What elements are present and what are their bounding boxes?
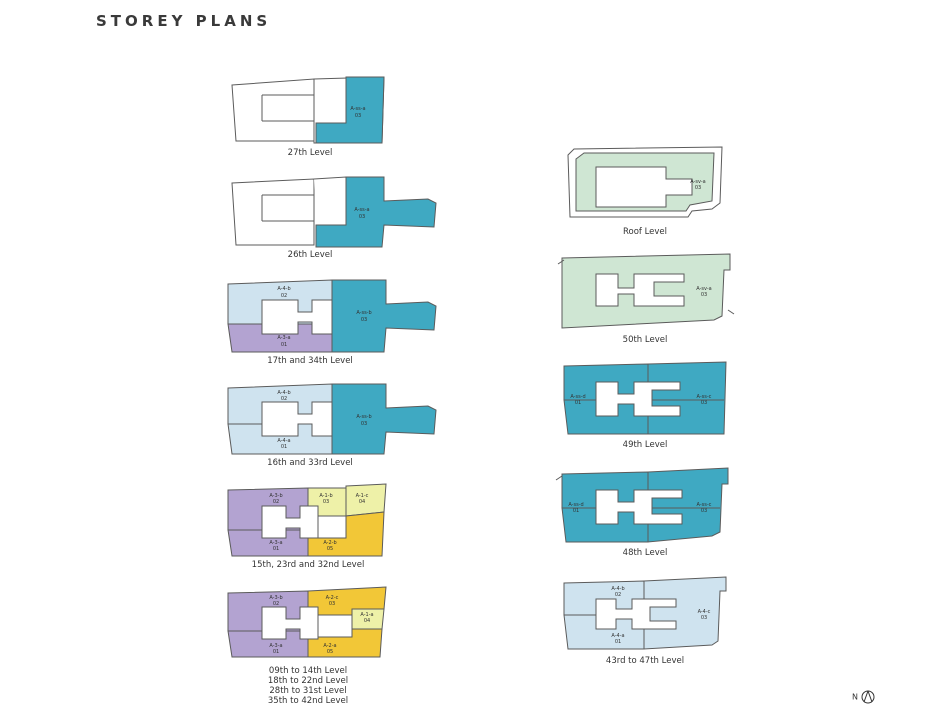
svg-text:A-4-b: A-4-b: [277, 286, 290, 292]
caption-43rd-47th-level: 43rd to 47th Level: [605, 656, 685, 666]
caption-27th-level: 27th Level: [287, 148, 333, 158]
svg-text:A-ss-c: A-ss-c: [697, 502, 712, 508]
svg-text:03: 03: [361, 317, 367, 323]
svg-text:01: 01: [273, 546, 279, 552]
svg-text:A-3-b: A-3-b: [269, 595, 282, 601]
svg-text:05: 05: [327, 546, 333, 552]
caption-line: 18th to 22nd Level: [267, 676, 349, 686]
plan-48th-level: A-ss-d 01 A-ss-c 03: [552, 466, 740, 548]
plan-27th-level: A-ss-a 03: [228, 75, 388, 147]
page-sheet: [66, 0, 876, 717]
svg-text:03: 03: [695, 185, 701, 191]
caption-roof-level: Roof Level: [622, 227, 668, 237]
caption-line: 35th to 42nd Level: [267, 696, 349, 706]
svg-text:A-4-b: A-4-b: [277, 390, 290, 396]
caption-15th-23rd-32nd-level: 15th, 23rd and 32nd Level: [251, 560, 365, 570]
caption-50th-level: 50th Level: [622, 335, 668, 345]
caption-09th-14th-level: 09th to 14th Level 18th to 22nd Level 28…: [238, 666, 378, 706]
caption-49th-level: 49th Level: [622, 440, 668, 450]
svg-text:01: 01: [281, 444, 287, 450]
svg-text:02: 02: [273, 499, 279, 505]
svg-text:02: 02: [281, 396, 287, 402]
plan-49th-level: A-ss-d 01 A-ss-c 03: [556, 360, 736, 440]
svg-text:03: 03: [323, 499, 329, 505]
svg-text:01: 01: [281, 342, 287, 348]
svg-text:A-4-a: A-4-a: [611, 633, 624, 639]
svg-text:A-3-a: A-3-a: [269, 540, 282, 546]
north-label: N: [852, 692, 858, 702]
svg-text:A-3-a: A-3-a: [269, 643, 282, 649]
page-title: STOREY PLANS: [96, 12, 272, 30]
unit-label: A-ss-a: [350, 106, 365, 112]
svg-text:01: 01: [273, 649, 279, 655]
svg-text:A-1-b: A-1-b: [319, 493, 332, 499]
plan-roof-level: A-sv-a 03: [562, 145, 727, 220]
svg-text:03: 03: [359, 214, 365, 220]
caption-17th-34th-level: 17th and 34th Level: [267, 356, 353, 366]
plan-09th-14th-level: A-3-b 02 A-2-c 03 A-1-a 04 A-3-a 01 A-2-…: [222, 585, 392, 661]
plan-15th-23rd-32nd-level: A-3-b 02 A-1-b 03 A-1-c 04 A-3-a 01 A-2-…: [222, 482, 392, 560]
svg-text:03: 03: [701, 615, 707, 621]
svg-text:A-4-a: A-4-a: [277, 438, 290, 444]
svg-text:A-1-c: A-1-c: [356, 493, 369, 499]
svg-text:A-sv-a: A-sv-a: [696, 286, 711, 292]
svg-text:04: 04: [359, 499, 365, 505]
svg-text:03: 03: [355, 113, 361, 119]
svg-text:A-ss-d: A-ss-d: [568, 502, 583, 508]
north-arrow-icon: N: [852, 690, 875, 704]
plan-26th-level: A-ss-a 03: [228, 175, 443, 250]
svg-text:A-3-b: A-3-b: [269, 493, 282, 499]
svg-text:01: 01: [615, 639, 621, 645]
svg-text:05: 05: [327, 649, 333, 655]
caption-48th-level: 48th Level: [622, 548, 668, 558]
svg-text:04: 04: [364, 618, 370, 624]
svg-text:A-ss-b: A-ss-b: [356, 414, 371, 420]
svg-text:03: 03: [701, 508, 707, 514]
svg-text:03: 03: [701, 400, 707, 406]
svg-text:A-ss-d: A-ss-d: [570, 394, 585, 400]
svg-text:03: 03: [701, 292, 707, 298]
svg-text:A-2-a: A-2-a: [323, 643, 336, 649]
caption-line: 28th to 31st Level: [269, 686, 347, 696]
svg-text:01: 01: [573, 508, 579, 514]
svg-text:A-ss-c: A-ss-c: [697, 394, 712, 400]
plan-43rd-47th-level: A-4-b 02 A-4-c 03 A-4-a 01: [556, 575, 736, 655]
caption-line: 09th to 14th Level: [268, 666, 348, 676]
svg-text:A-ss-a: A-ss-a: [354, 207, 369, 213]
svg-text:02: 02: [273, 601, 279, 607]
svg-text:A-ss-b: A-ss-b: [356, 310, 371, 316]
plan-17th-34th-level: A-4-b 02 A-ss-b 03 A-3-a 01: [222, 276, 442, 356]
svg-text:03: 03: [361, 421, 367, 427]
svg-text:02: 02: [281, 293, 287, 299]
svg-text:A-2-c: A-2-c: [326, 595, 339, 601]
svg-text:A-3-a: A-3-a: [277, 335, 290, 341]
svg-text:A-2-b: A-2-b: [323, 540, 336, 546]
plan-16th-33rd-level: A-4-b 02 A-ss-b 03 A-4-a 01: [222, 380, 442, 458]
svg-text:A-4-b: A-4-b: [611, 586, 624, 592]
caption-26th-level: 26th Level: [287, 250, 333, 260]
svg-text:A-4-c: A-4-c: [698, 609, 711, 615]
svg-text:A-1-a: A-1-a: [360, 612, 373, 618]
svg-text:A-sv-a: A-sv-a: [690, 179, 705, 185]
svg-text:03: 03: [329, 601, 335, 607]
svg-text:01: 01: [575, 400, 581, 406]
caption-16th-33rd-level: 16th and 33rd Level: [267, 458, 353, 468]
svg-text:02: 02: [615, 592, 621, 598]
plan-50th-level: A-sv-a 03: [554, 250, 739, 332]
